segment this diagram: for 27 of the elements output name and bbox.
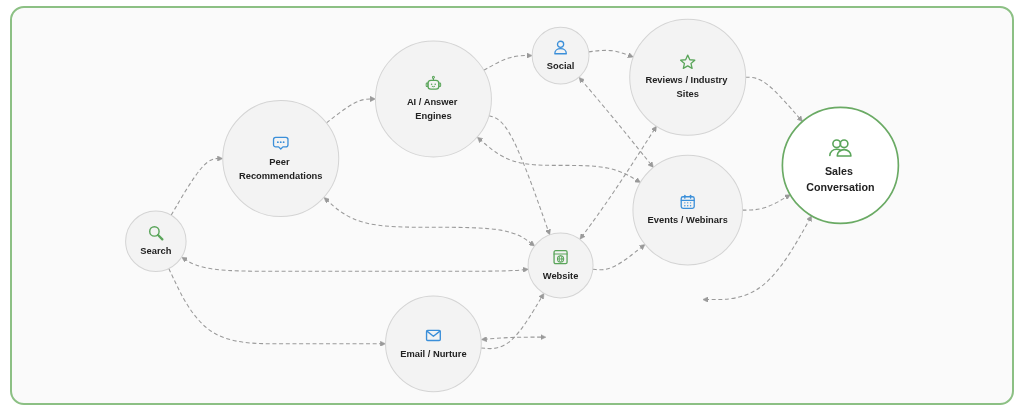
arrow bbox=[480, 293, 545, 350]
arrow bbox=[483, 52, 533, 71]
node-circle bbox=[531, 26, 590, 85]
arrow bbox=[741, 194, 791, 211]
arrow bbox=[323, 197, 535, 247]
node-circle bbox=[125, 210, 187, 272]
arrow bbox=[702, 215, 812, 303]
arrow bbox=[181, 257, 529, 273]
node-circle bbox=[385, 295, 482, 393]
arrow bbox=[170, 155, 223, 216]
arrow bbox=[477, 136, 641, 183]
arrow bbox=[745, 76, 803, 122]
node-circle bbox=[527, 232, 594, 299]
diagram-panel: Search Peer Recommendations AI / Answer Engines Social Reviews / Industry Sites Email / Nurture Website Events / Webinars Sales Conversation bbox=[10, 6, 1014, 405]
node-circle bbox=[374, 40, 492, 158]
node-circle bbox=[632, 154, 743, 266]
arrow bbox=[592, 244, 646, 271]
arrow bbox=[481, 334, 547, 343]
arrow bbox=[578, 77, 654, 168]
node-circle bbox=[222, 100, 340, 218]
arrow bbox=[488, 115, 551, 236]
arrow bbox=[579, 125, 657, 240]
arrow bbox=[588, 49, 634, 58]
node-circle bbox=[629, 18, 747, 136]
arrow bbox=[168, 268, 386, 347]
arrow bbox=[325, 96, 376, 124]
node-circle bbox=[781, 106, 900, 225]
